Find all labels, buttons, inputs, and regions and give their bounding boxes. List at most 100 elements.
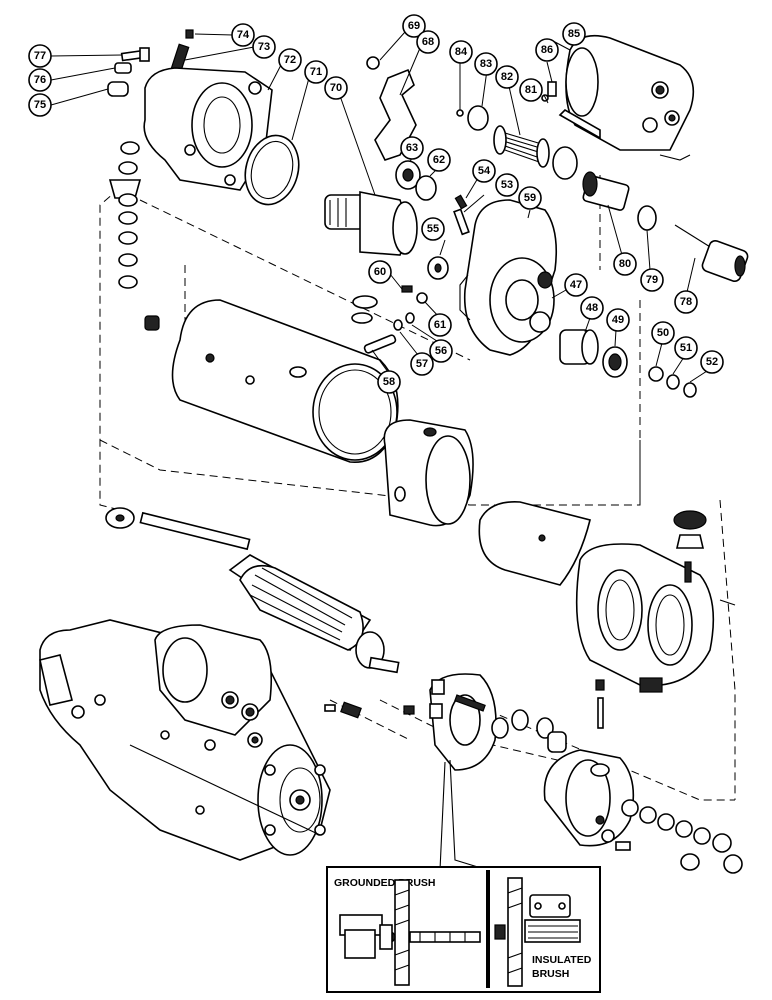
washer-83: [467, 105, 489, 131]
commutator-end-frame: [543, 749, 635, 847]
callout-60-label: 60: [374, 266, 386, 278]
washer-stack-left: [108, 141, 160, 331]
brush-clip: [324, 701, 362, 719]
callout-71-label: 71: [310, 66, 322, 78]
callout-76-label: 76: [34, 74, 46, 86]
callout-83-label: 83: [480, 58, 492, 70]
nose-housing-72: [143, 67, 273, 191]
insulated-brush-label-line2: BRUSH: [532, 968, 569, 980]
ring-51: [666, 374, 680, 390]
callout-70-label: 70: [330, 82, 342, 94]
callout-73: 73: [252, 35, 276, 59]
callout-57-label: 57: [416, 358, 428, 370]
nut-50: [648, 366, 664, 382]
washer-79: [637, 205, 657, 231]
pin-74: [185, 29, 194, 39]
drive-pinion-70: [324, 191, 418, 256]
callout-60: 60: [368, 260, 392, 284]
bearing-63: [395, 160, 421, 190]
washer-front: [105, 507, 135, 529]
rear-stud: [595, 679, 605, 729]
plug-52: [683, 382, 697, 398]
callout-82: 82: [495, 65, 519, 89]
callout-84: 84: [449, 40, 473, 64]
callout-70: 70: [324, 76, 348, 100]
ring-rear: [491, 709, 554, 739]
callout-73-label: 73: [258, 41, 270, 53]
callout-47-label: 47: [570, 279, 582, 291]
callout-63-label: 63: [406, 142, 418, 154]
bushing-48: [559, 329, 599, 365]
callout-68: 68: [416, 30, 440, 54]
plunger-rod-78: [674, 224, 749, 282]
leader-lines: [50, 31, 708, 383]
callout-79: 79: [640, 268, 664, 292]
callout-49: 49: [606, 308, 630, 332]
assembled-starter: [39, 619, 331, 861]
callout-86: 86: [535, 38, 559, 62]
callout-75: 75: [28, 93, 52, 117]
callout-81: 81: [519, 78, 543, 102]
screw-86: [547, 81, 557, 97]
callout-56-label: 56: [435, 345, 447, 357]
callout-83: 83: [474, 52, 498, 76]
callout-71: 71: [304, 60, 328, 84]
field-frame-housing: [171, 299, 399, 463]
bolt-77: [120, 47, 150, 62]
callout-72: 72: [278, 48, 302, 72]
callout-49-label: 49: [612, 314, 624, 326]
pole-shoe-sleeve: [383, 419, 474, 527]
seals-56-57: [393, 312, 415, 331]
insulated-brush-label-line1: INSULATED: [532, 954, 592, 966]
armature: [139, 511, 400, 674]
callout-86-label: 86: [541, 44, 553, 56]
callout-69-label: 69: [408, 20, 420, 32]
callout-72-label: 72: [284, 54, 296, 66]
ring-62: [415, 175, 437, 201]
callout-78: 78: [674, 290, 698, 314]
callout-80: 80: [613, 252, 637, 276]
bearing-49: [602, 346, 628, 378]
insulated-brush-drawing: [494, 877, 581, 987]
pole-shoe: [478, 501, 591, 586]
callout-74: 74: [231, 23, 255, 47]
callout-53: 53: [495, 173, 519, 197]
callout-58: 58: [377, 370, 401, 394]
assembly-dash-left: [99, 187, 121, 511]
callout-50-label: 50: [657, 327, 669, 339]
callout-53-label: 53: [501, 179, 513, 191]
pivot-pin-58: [363, 334, 397, 354]
callout-48: 48: [580, 296, 604, 320]
callout-69: 69: [402, 14, 426, 38]
callout-62: 62: [427, 148, 451, 172]
callout-58-label: 58: [383, 376, 395, 388]
ring-81b: [552, 146, 578, 180]
ring-84: [456, 109, 464, 117]
callout-61-label: 61: [434, 319, 446, 331]
washer-61: [416, 292, 428, 304]
lever-housing-47: [459, 199, 558, 356]
callout-54: 54: [472, 159, 496, 183]
callout-57: 57: [410, 352, 434, 376]
sleeve-75: [107, 81, 129, 97]
shift-lever-68: [374, 68, 417, 161]
spring-82: [493, 125, 550, 168]
bushings-left: [351, 295, 378, 324]
callout-85: 85: [562, 22, 586, 46]
callout-76: 76: [28, 68, 52, 92]
callout-68-label: 68: [422, 36, 434, 48]
callout-51: 51: [674, 336, 698, 360]
washer-76: [114, 62, 132, 74]
nut-69: [366, 56, 380, 70]
callout-48-label: 48: [586, 302, 598, 314]
callout-47: 47: [564, 273, 588, 297]
callout-84-label: 84: [455, 46, 468, 58]
brush-inset: GROUNDED BRUSH INSULATED BRUSH: [326, 866, 601, 993]
pin-53: [453, 208, 470, 236]
assembly-dash-lower: [329, 689, 735, 801]
brush-screw: [403, 705, 415, 715]
field-coils: [575, 543, 736, 687]
gasket-71: [244, 134, 300, 206]
assembly-dash-housing: [99, 439, 641, 506]
screw-60: [401, 285, 413, 293]
